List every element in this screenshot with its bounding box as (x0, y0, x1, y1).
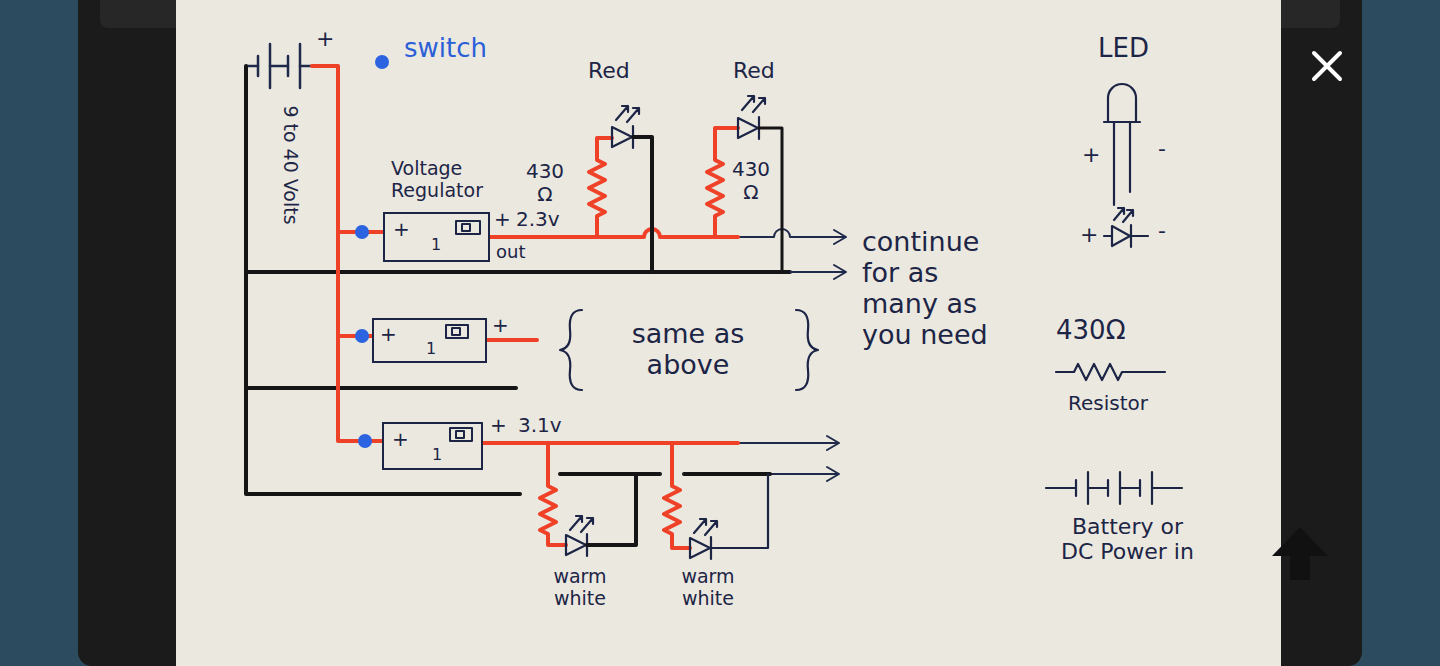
ground-wire (633, 137, 652, 272)
led-color: Red (588, 58, 630, 83)
polarity-mark: + (490, 414, 507, 437)
led-color: Red (733, 58, 775, 83)
trim-pot (452, 328, 460, 335)
resistor-value: 430 Ω (728, 158, 774, 204)
key-heading: Resistor (1068, 392, 1148, 415)
voltage-value: 2.3v (516, 208, 560, 231)
battery-plate (287, 56, 290, 76)
light-arrows (1114, 208, 1133, 222)
continue-arrow (738, 229, 846, 244)
pin-label: + (392, 428, 409, 451)
pin-label: + (380, 323, 397, 346)
voltage-regulator-box: +1 (372, 318, 487, 363)
switch-dot (375, 55, 389, 69)
led-color: warm white (540, 566, 620, 610)
regulator-heading: Voltage Regulator (391, 158, 503, 202)
output-wire (483, 441, 738, 445)
key-heading: 430Ω (1056, 316, 1126, 346)
trim-pot (456, 221, 480, 234)
resistor-symbol (540, 443, 566, 545)
brace (560, 310, 582, 390)
polarity-mark: - (1158, 218, 1166, 243)
resistor-symbol (1056, 364, 1165, 380)
led-symbol (612, 96, 765, 148)
resistor-symbol (664, 443, 690, 548)
pin-label: + (393, 218, 410, 241)
ground-wire (246, 66, 790, 494)
resistor-value: 430 Ω (522, 160, 568, 206)
switch-dot (355, 329, 369, 343)
ground-wire (246, 386, 516, 390)
trim-pot (446, 221, 480, 441)
led-symbol (566, 535, 586, 555)
key-heading: Battery or DC Power in (1055, 514, 1200, 565)
trim-pot (450, 428, 472, 441)
pin-name: out (496, 242, 525, 263)
polarity-mark: - (1158, 136, 1166, 161)
key-symbols (1046, 84, 1182, 504)
supply-wire (312, 66, 338, 232)
switch-dot (355, 225, 369, 239)
battery-symbol (246, 44, 312, 88)
continue-arrow (738, 436, 839, 450)
pin-label: 1 (426, 340, 436, 358)
continue-arrow (770, 467, 839, 481)
led-part-symbol (1104, 122, 1140, 205)
supply-wire (338, 232, 383, 336)
continue-arrow (738, 229, 846, 481)
ground-wire (246, 270, 790, 274)
led-symbol (612, 127, 632, 147)
ground-wire (560, 472, 660, 476)
note: continue for as many as you need (862, 226, 1012, 350)
led-symbol (1104, 225, 1148, 247)
ground-wire (587, 474, 636, 545)
trim-pot (456, 431, 464, 438)
resistor-symbol (589, 138, 612, 237)
pin-label: 1 (432, 446, 442, 464)
pin-label: 1 (431, 236, 441, 254)
battery-lead (270, 65, 288, 68)
switch-dot (358, 434, 372, 448)
polarity-mark: + (492, 314, 509, 337)
resistor-symbol (707, 128, 738, 237)
battery-symbol (1046, 472, 1182, 504)
led-color: warm white (668, 566, 748, 610)
battery-plate (257, 56, 260, 76)
ground-wire (711, 474, 768, 548)
voltage-regulator-box: +1 (382, 422, 483, 470)
note: same as above (598, 318, 778, 380)
polarity-mark: + (316, 26, 334, 51)
scroll-up-icon (1272, 527, 1328, 580)
polarity-mark: + (494, 208, 511, 231)
light-arrows (694, 519, 717, 535)
brace (796, 310, 818, 390)
voltage-note: 9 to 40 Volts (279, 105, 301, 224)
key-heading: LED (1098, 34, 1149, 64)
led-part-symbol (1108, 84, 1136, 122)
light-arrows (570, 516, 593, 532)
ground-wire (759, 128, 782, 272)
light-arrows (742, 96, 765, 112)
trim-pot (446, 325, 468, 338)
close-icon (1314, 53, 1340, 79)
switch-note: switch (404, 34, 487, 64)
ground-wire (246, 66, 520, 494)
trim-pot (462, 224, 470, 231)
output-wire (487, 338, 537, 342)
ground-wire (684, 472, 770, 476)
supply-wire (338, 336, 382, 441)
continue-arrow (790, 265, 846, 279)
voltage-value: 3.1v (518, 414, 562, 437)
polarity-mark: + (1080, 222, 1098, 247)
light-arrows (616, 106, 639, 122)
led-symbol (738, 118, 758, 138)
voltage-regulator-box: Voltage Regulator+1 (383, 212, 490, 262)
led-symbol (566, 516, 717, 559)
led-symbol (690, 538, 710, 558)
polarity-mark: + (1082, 142, 1100, 167)
